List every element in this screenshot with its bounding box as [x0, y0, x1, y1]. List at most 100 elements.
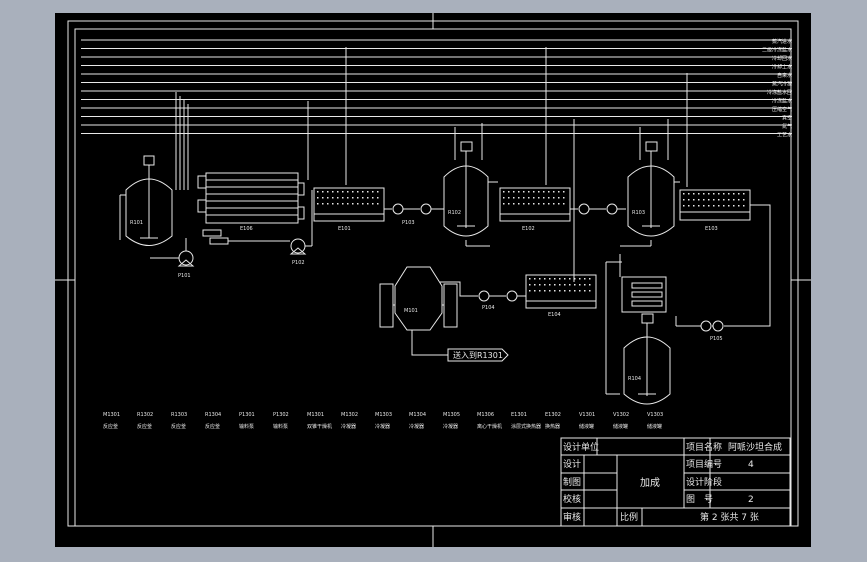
tube-mark: [523, 203, 525, 205]
tb-sheet-text: 第 2 张共 7 张: [700, 511, 759, 523]
tube-mark: [503, 197, 505, 199]
legend-tag: M1305: [443, 412, 460, 418]
tube-mark: [544, 284, 546, 286]
tube-mark: [723, 199, 725, 201]
tag-e2: E102: [522, 226, 535, 232]
legend-name: 反应釜: [103, 423, 118, 430]
tag-e4: E104: [548, 312, 561, 318]
tube-mark: [534, 284, 536, 286]
legend-name: 冷凝器: [375, 423, 390, 430]
tube-mark: [553, 203, 555, 205]
legend-name: 储液罐: [579, 423, 594, 430]
legend-tag: M1301: [307, 412, 324, 418]
exchanger-e1-tubes: [317, 191, 379, 205]
tube-mark: [372, 203, 374, 205]
pump-4: [570, 203, 626, 215]
tube-mark: [548, 203, 550, 205]
tb-scale-label: 比例: [620, 511, 638, 523]
legend-tag: M1306: [477, 412, 494, 418]
tube-mark: [337, 197, 339, 199]
tube-mark: [579, 290, 581, 292]
tube-mark: [317, 191, 319, 193]
tube-mark: [538, 197, 540, 199]
tube-mark: [372, 197, 374, 199]
tube-mark: [564, 284, 566, 286]
legend-tag: V1302: [613, 412, 629, 418]
tube-mark: [553, 191, 555, 193]
tag-r2: R102: [448, 210, 461, 216]
tube-mark: [362, 191, 364, 193]
tube-mark: [337, 203, 339, 205]
legend-tag: M1303: [375, 412, 392, 418]
tube-mark: [688, 205, 690, 207]
tube-mark: [513, 203, 515, 205]
tube-mark: [528, 197, 530, 199]
tube-mark: [564, 290, 566, 292]
utility-line-label: 真空: [782, 115, 792, 122]
tube-mark: [553, 197, 555, 199]
tb-drawing-label: 制图: [563, 476, 581, 488]
exchanger-e2-tubes: [503, 191, 565, 205]
tag-e3: E103: [705, 226, 718, 232]
tube-mark: [743, 193, 745, 195]
tube-mark: [548, 197, 550, 199]
tube-mark: [559, 284, 561, 286]
utility-line-label: 冷冻盐水: [772, 98, 792, 105]
tube-mark: [528, 191, 530, 193]
tube-mark: [548, 191, 550, 193]
tube-mark: [352, 191, 354, 193]
tube-mark: [559, 290, 561, 292]
title-block: [560, 437, 791, 527]
tb-drawing-no-value: 2: [748, 495, 754, 505]
tube-mark: [377, 197, 379, 199]
legend-tag: M1301: [103, 412, 120, 418]
tube-mark: [564, 278, 566, 280]
tube-mark: [579, 278, 581, 280]
legend-tag: P1301: [239, 412, 255, 418]
tube-mark: [544, 278, 546, 280]
tube-mark: [558, 203, 560, 205]
tube-mark: [533, 203, 535, 205]
tube-mark: [529, 278, 531, 280]
tube-mark: [569, 284, 571, 286]
tube-mark: [529, 284, 531, 286]
tube-mark: [508, 191, 510, 193]
tube-mark: [708, 205, 710, 207]
equipment-legend: M1301反应釜R1302反应釜R1303反应釜R1304反应釜P1301输料泵…: [103, 412, 663, 430]
utility-line-label: 自来水: [777, 72, 792, 79]
tube-mark: [544, 290, 546, 292]
tube-mark: [528, 203, 530, 205]
tb-process-name: 加成: [640, 477, 660, 489]
tube-mark: [539, 278, 541, 280]
reactor-3: [620, 141, 680, 247]
tube-mark: [584, 290, 586, 292]
utility-line-label: 压缩空气: [772, 106, 792, 113]
legend-name: 双锥干燥机: [307, 423, 332, 430]
tube-mark: [693, 205, 695, 207]
utility-line-label: 蒸汽进水: [772, 38, 792, 45]
tag-r4: R104: [628, 376, 641, 382]
tag-dryer: M101: [404, 308, 418, 314]
tube-mark: [518, 197, 520, 199]
tube-mark: [347, 203, 349, 205]
utility-header-lines: [81, 39, 792, 134]
tube-mark: [513, 191, 515, 193]
tube-mark: [322, 203, 324, 205]
utility-line-label: 二级冷冻盐水: [762, 47, 792, 54]
tube-mark: [518, 191, 520, 193]
heat-exchanger-bank: [197, 172, 305, 245]
tube-mark: [332, 197, 334, 199]
tube-mark: [733, 199, 735, 201]
tube-mark: [738, 205, 740, 207]
tube-mark: [698, 205, 700, 207]
tube-mark: [683, 205, 685, 207]
tube-mark: [322, 197, 324, 199]
tube-mark: [738, 199, 740, 201]
tube-mark: [569, 278, 571, 280]
tube-mark: [357, 197, 359, 199]
legend-tag: M1302: [341, 412, 358, 418]
tube-mark: [529, 290, 531, 292]
tag-p1: P101: [178, 273, 191, 279]
tube-mark: [362, 203, 364, 205]
